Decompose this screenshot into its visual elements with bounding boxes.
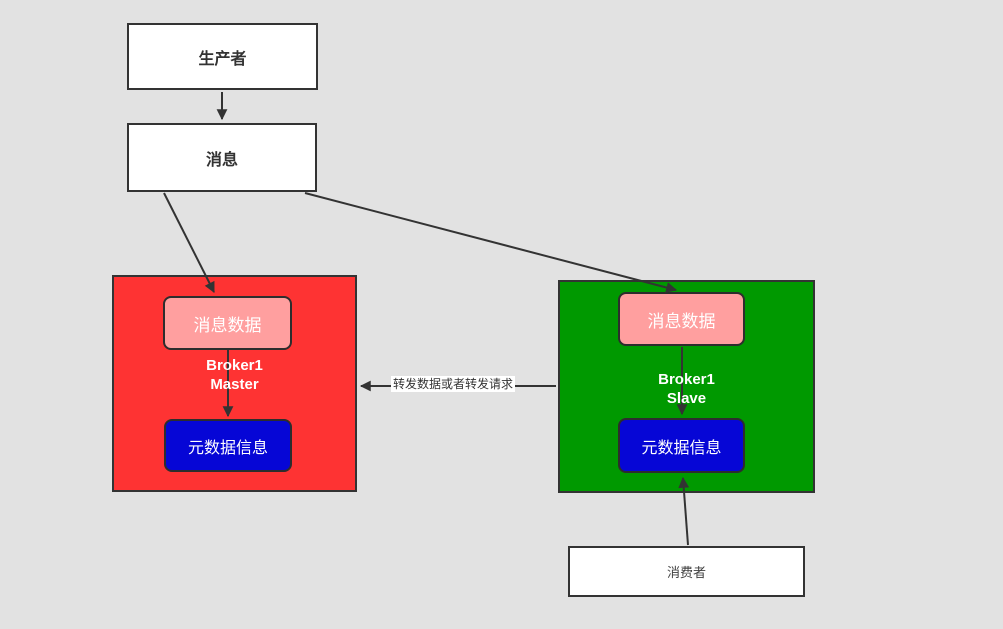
producer-label: 生产者 [198, 50, 247, 68]
message-label: 消息 [205, 151, 238, 169]
slave-title: Broker1 Slave [560, 370, 813, 408]
master-message-data-node: 消息数据 [163, 296, 292, 350]
master-message-data-label: 消息数据 [193, 315, 262, 335]
message-node: 消息 [127, 123, 317, 192]
slave-metadata-label: 元数据信息 [641, 439, 722, 457]
master-metadata-label: 元数据信息 [187, 439, 268, 457]
slave-message-data-node: 消息数据 [618, 292, 745, 346]
consumer-label: 消费者 [666, 565, 706, 580]
slave-title-line1: Broker1 [658, 371, 715, 388]
master-title-line1: Broker1 [206, 357, 263, 374]
master-metadata-node: 元数据信息 [164, 419, 292, 472]
slave-message-data-label: 消息数据 [647, 311, 716, 331]
broker1-slave-node: 消息数据 Broker1 Slave 元数据信息 [558, 280, 815, 493]
slave-title-line2: Slave [666, 390, 707, 407]
forward-edge-label: 转发数据或者转发请求 [391, 376, 516, 392]
slave-metadata-node: 元数据信息 [618, 418, 745, 473]
producer-node: 生产者 [127, 23, 318, 90]
broker1-master-node: 消息数据 Broker1 Master 元数据信息 [112, 275, 357, 492]
arrow-message-to-slave-data [304, 192, 678, 293]
master-title-line2: Master [210, 376, 259, 393]
master-title: Broker1 Master [114, 356, 355, 394]
consumer-node: 消费者 [568, 546, 805, 597]
